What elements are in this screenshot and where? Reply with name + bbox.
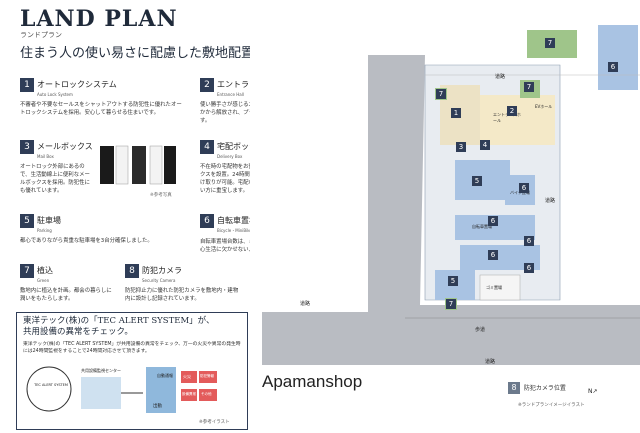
feature-number: 5 bbox=[20, 213, 34, 228]
feature-title: 防犯カメラ bbox=[142, 266, 182, 275]
dispatch-label: 出動 bbox=[153, 404, 162, 409]
feature-subtitle: Green bbox=[37, 278, 50, 283]
mailbox-photo bbox=[100, 145, 176, 185]
feature-subtitle: Auto Lock System bbox=[37, 92, 73, 97]
feature-number: 8 bbox=[125, 263, 139, 278]
map-road-label: 道路 bbox=[485, 359, 496, 365]
map-road-label: 道路 bbox=[300, 301, 311, 307]
feature-description: 不審者や不要なセールスをシャットアウトする防犯性に優れたオートロックシステムを採… bbox=[20, 102, 182, 116]
map-marker: 5 bbox=[448, 276, 458, 286]
site-plan-map bbox=[250, 0, 640, 433]
map-marker: 6 bbox=[519, 183, 529, 193]
map-road-label: 道路 bbox=[495, 74, 506, 80]
map-marker: 3 bbox=[456, 142, 466, 152]
map-legend: 8 防犯カメラ位置 bbox=[508, 382, 566, 394]
illustration-note: ※参考イラスト bbox=[199, 420, 230, 425]
watermark-logo: Apamanshop bbox=[262, 372, 363, 391]
feature-subtitle: Bicycle・MiniBike bbox=[217, 228, 252, 233]
feature-number: 1 bbox=[20, 77, 34, 92]
page-title: LAND PLAN bbox=[20, 6, 178, 32]
auto-notice-label: 自動通報 bbox=[157, 373, 173, 378]
alert-headline: 東洋テック(株)の「TEC ALERT SYSTEM」が、共用設備の異常をチェッ… bbox=[23, 316, 215, 337]
feature-number: 2 bbox=[200, 77, 214, 92]
monitor-center-label: 共用設備監視センター bbox=[81, 368, 121, 373]
legend-label: 防犯カメラ位置 bbox=[523, 384, 566, 392]
feature-title: 駐車場 bbox=[37, 216, 61, 225]
feature-title: 植込 bbox=[37, 266, 53, 275]
feature-description: 防犯抑止力に優れた防犯カメラを敷地内・建物内に設計し記録されています。 bbox=[125, 288, 239, 302]
feature-subtitle: Security Camera bbox=[142, 278, 176, 283]
alert-badge: TEC ALERT SYSTEM bbox=[34, 383, 68, 387]
feature-subtitle: Entrance Hall bbox=[217, 92, 244, 97]
feature-description: オートロック外部にあるので、生活動線上に便利なメールボックスを採用。防犯性にも優… bbox=[20, 164, 90, 194]
feature-title: 宅配ボックス bbox=[217, 142, 265, 151]
item-security: 防犯警報 bbox=[200, 374, 214, 378]
feature-subtitle: Parking bbox=[37, 228, 52, 233]
map-marker: 7 bbox=[545, 38, 555, 48]
map-area-label: ゴミ置場 bbox=[486, 285, 502, 290]
alert-system-panel: 東洋テック(株)の「TEC ALERT SYSTEM」が、共用設備の異常をチェッ… bbox=[16, 312, 248, 430]
item-equipment: 設備異常 bbox=[182, 392, 196, 396]
map-area-label: 自転車置場 bbox=[472, 224, 492, 229]
map-marker: 7 bbox=[436, 89, 446, 99]
map-marker: 2 bbox=[507, 106, 517, 116]
page-title-kana: ランドプラン bbox=[20, 31, 62, 39]
map-area-label: エントランスホール bbox=[493, 112, 521, 123]
alert-diagram bbox=[26, 366, 217, 413]
map-caption: ※ランドプランイメージイラスト bbox=[518, 403, 585, 408]
map-marker: 6 bbox=[524, 236, 534, 246]
alert-description: 東洋テック(株)の「TEC ALERT SYSTEM」が共用設備の異常をチェック… bbox=[23, 342, 241, 354]
map-road-label: 歩道 bbox=[475, 327, 486, 333]
map-marker: 7 bbox=[446, 299, 456, 309]
map-marker: 7 bbox=[524, 82, 534, 92]
feature-description: 敷地内に植込を計画。都会の暮らしに潤いをもたらします。 bbox=[20, 288, 112, 302]
feature-number: 3 bbox=[20, 139, 34, 154]
map-marker: 6 bbox=[488, 250, 498, 260]
map-road-label: 道路 bbox=[545, 198, 556, 204]
feature-description: 不在時の宅配物をお預かりする宅配ボックスを設置。24時間いつでも荷物の受け取りが… bbox=[200, 164, 298, 194]
item-other: その他 bbox=[201, 392, 212, 396]
map-area-label: EVホール bbox=[535, 104, 553, 109]
compass-icon: N↗ bbox=[588, 388, 598, 395]
legend-number: 8 bbox=[508, 382, 520, 394]
item-fire: 火災 bbox=[183, 374, 191, 379]
map-marker: 5 bbox=[472, 176, 482, 186]
feature-title: オートロックシステム bbox=[37, 80, 117, 89]
map-marker: 4 bbox=[480, 140, 490, 150]
map-marker: 1 bbox=[451, 108, 461, 118]
feature-number: 7 bbox=[20, 263, 34, 278]
feature-subtitle: Mail Box bbox=[37, 154, 54, 159]
map-marker: 6 bbox=[524, 263, 534, 273]
page-headline: 住まう人の使い易さに配慮した敷地配置。 bbox=[20, 46, 268, 61]
feature-number: 6 bbox=[200, 213, 214, 228]
photo-note: ※参考写真 bbox=[150, 193, 172, 198]
map-marker: 6 bbox=[488, 216, 498, 226]
feature-description: 都心でありながら貴重な駐車場を3台分確保しました。 bbox=[20, 238, 153, 244]
map-marker: 6 bbox=[608, 62, 618, 72]
feature-number: 4 bbox=[200, 139, 214, 154]
feature-title: メールボックス bbox=[37, 142, 93, 151]
feature-subtitle: Delivery Box bbox=[217, 154, 243, 159]
